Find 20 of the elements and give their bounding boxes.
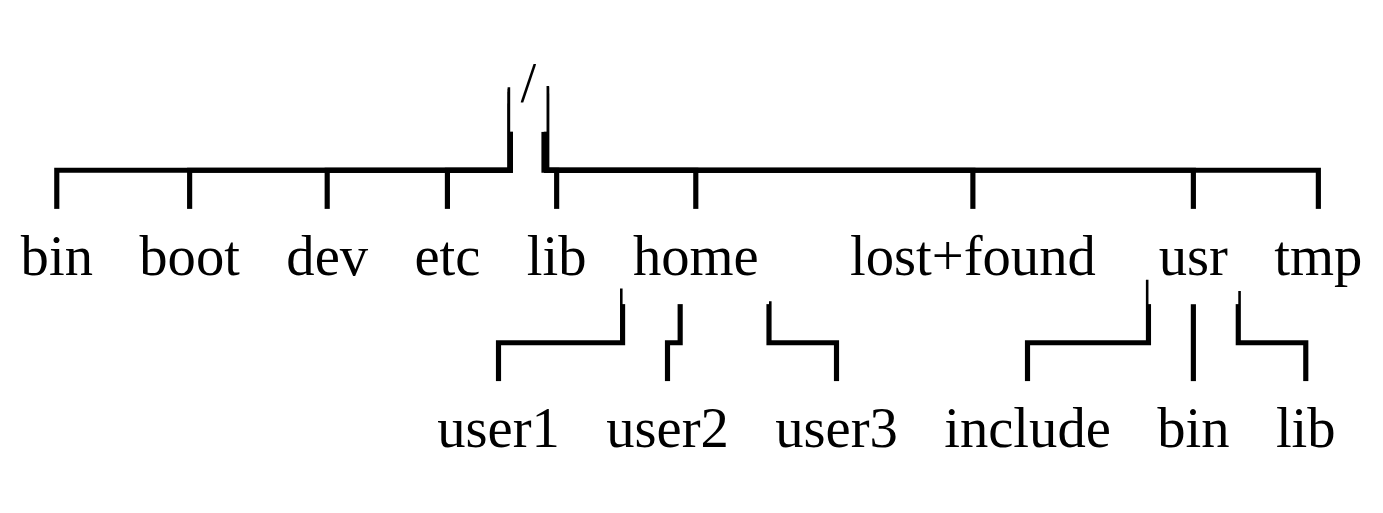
node-text: user2 bbox=[606, 396, 729, 460]
connector bbox=[1235, 290, 1309, 384]
node-text: lost+found bbox=[849, 224, 1096, 288]
node-text: boot bbox=[139, 224, 240, 288]
node-text: user3 bbox=[775, 396, 898, 460]
connector bbox=[1190, 304, 1196, 384]
node-text: tmp bbox=[1274, 224, 1363, 288]
node-text: etc bbox=[414, 224, 481, 288]
node-text: user1 bbox=[437, 396, 560, 460]
connector bbox=[495, 288, 626, 384]
node-text: lib bbox=[1275, 396, 1336, 460]
connector bbox=[664, 304, 683, 384]
node-text: include bbox=[944, 396, 1111, 460]
connector bbox=[1024, 279, 1152, 384]
connector bbox=[543, 86, 1321, 212]
node-text: bin bbox=[1157, 396, 1230, 460]
connector bbox=[766, 301, 840, 384]
node-text: lib bbox=[526, 224, 587, 288]
node-text: bin bbox=[20, 224, 93, 288]
node-text: dev bbox=[286, 224, 369, 288]
